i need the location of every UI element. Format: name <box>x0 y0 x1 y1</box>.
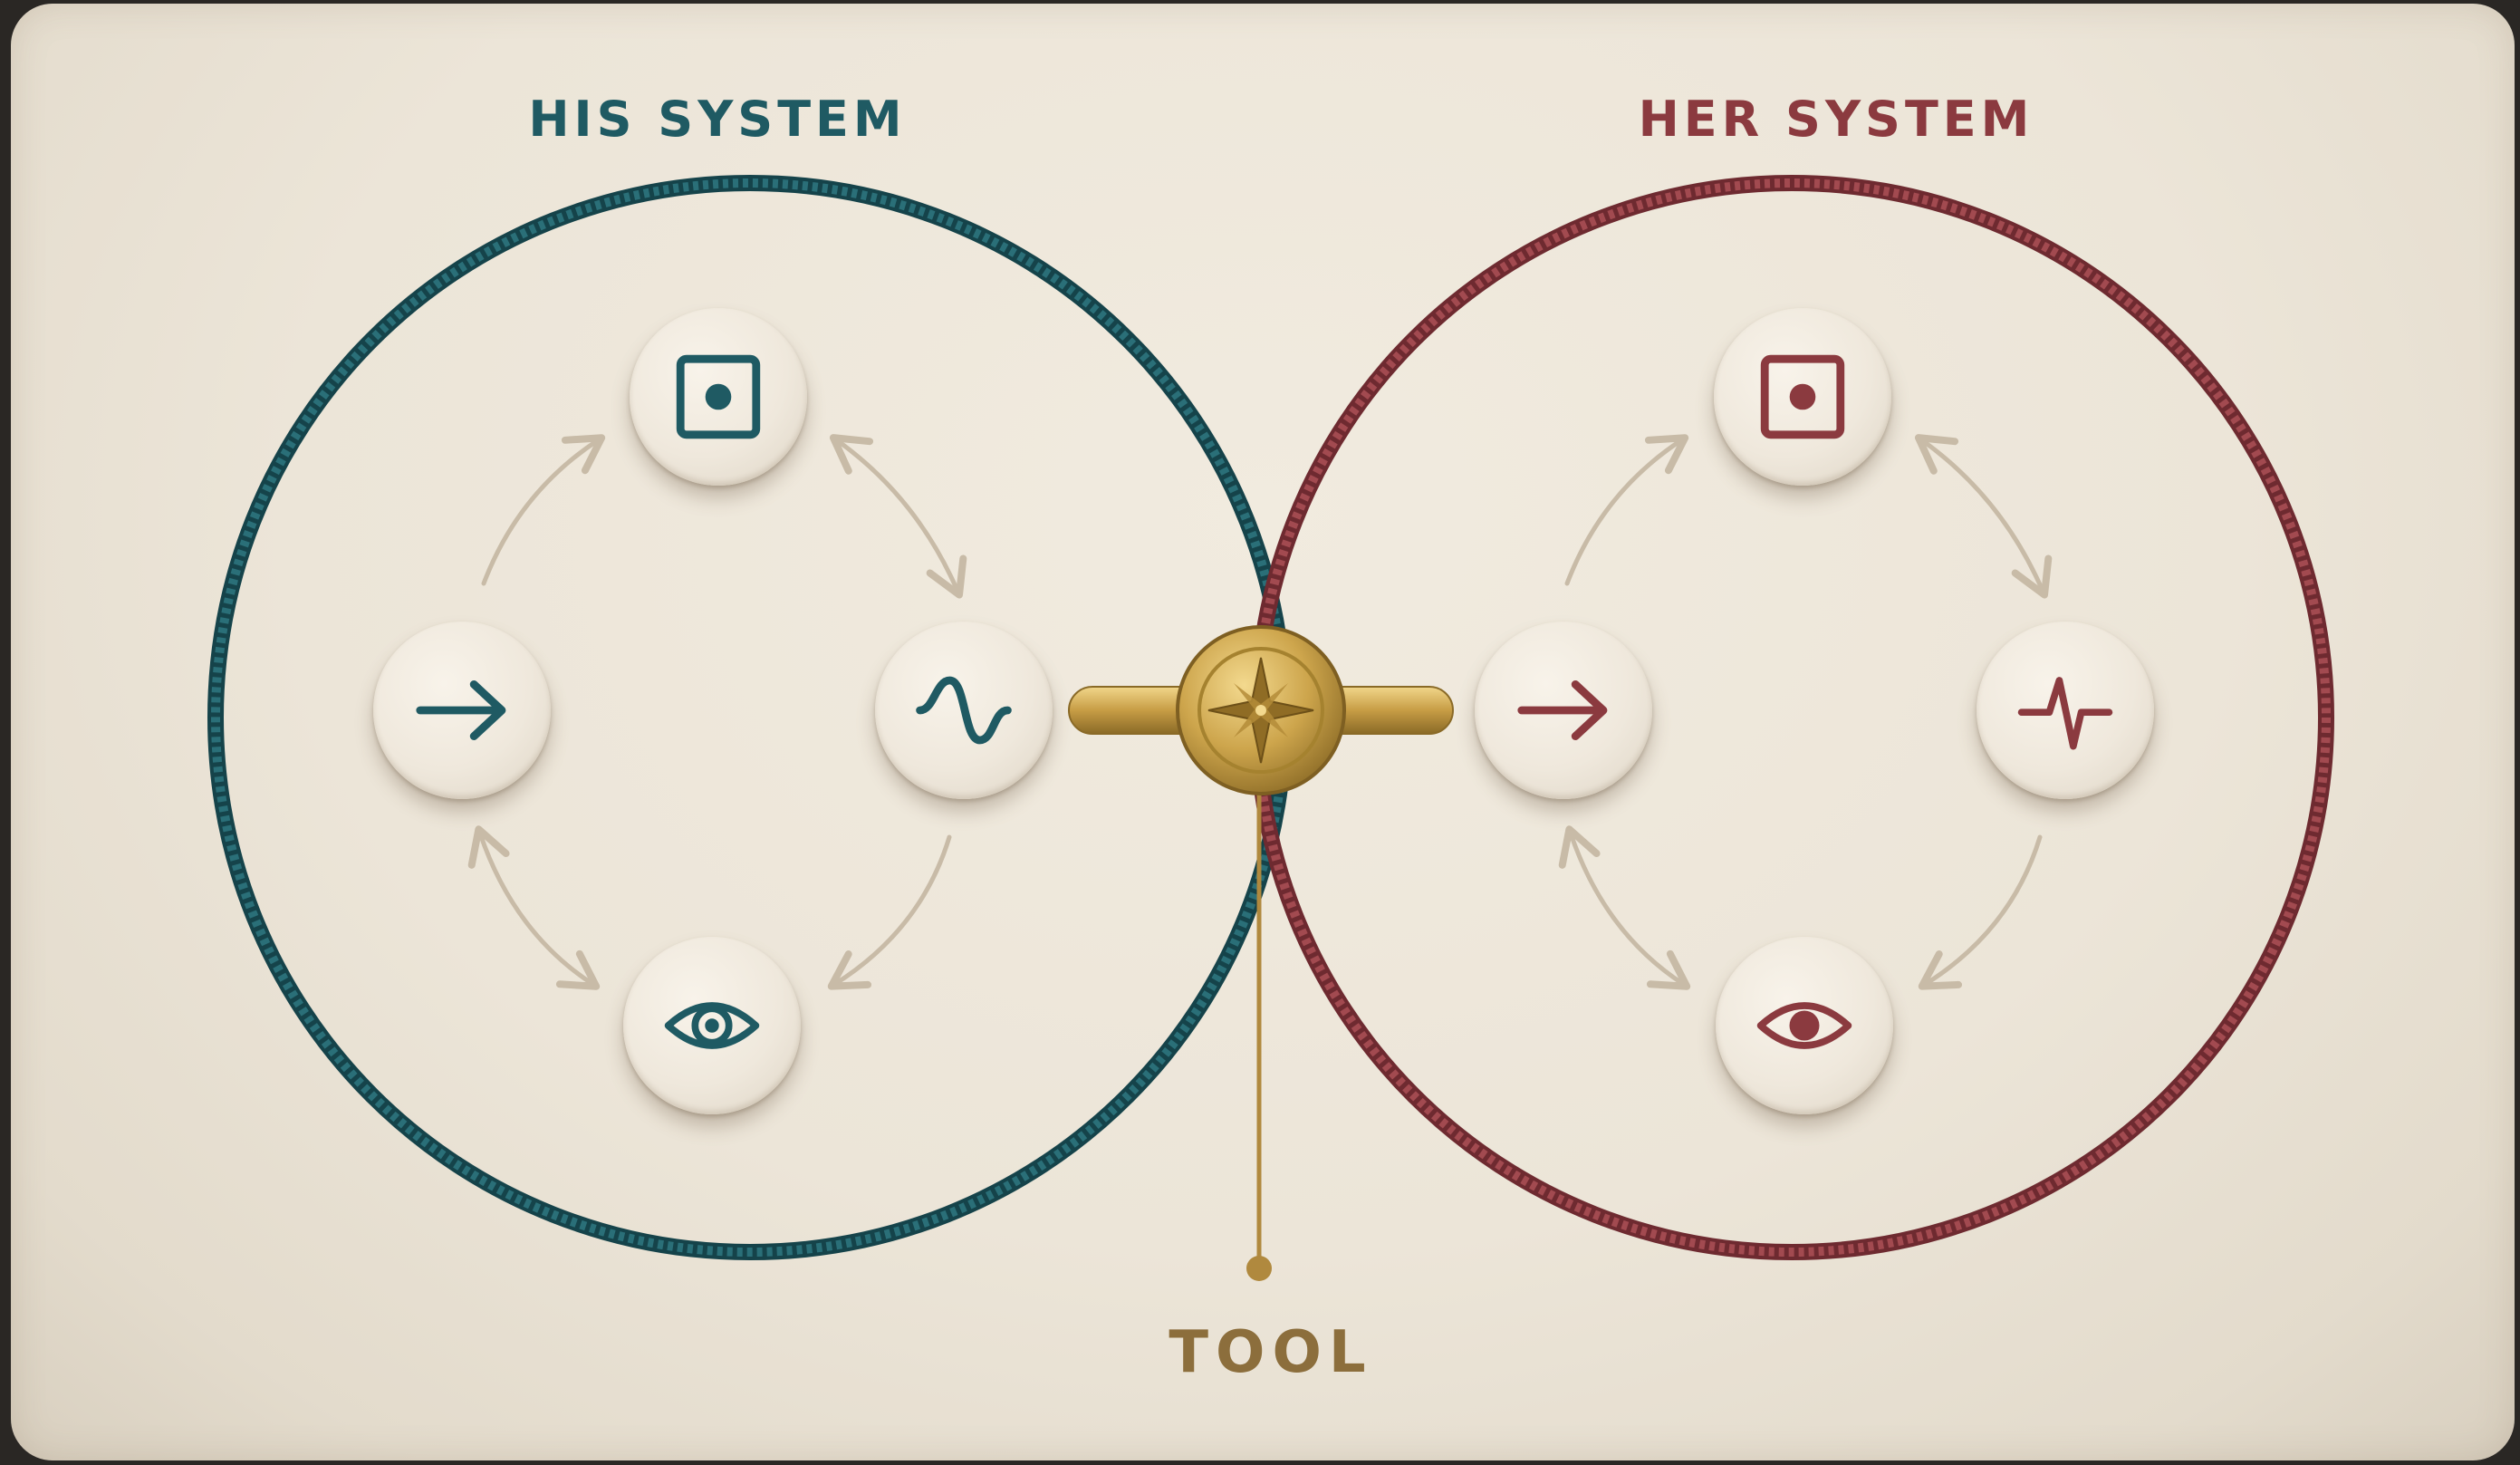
his-target-button[interactable] <box>630 308 807 486</box>
his-wave-button[interactable] <box>875 622 1053 799</box>
his-arrow-top-to-right <box>829 434 967 599</box>
tool-pointer-dot <box>1246 1256 1272 1281</box>
her-eye-button[interactable] <box>1716 937 1893 1114</box>
his-arrow-button[interactable] <box>373 622 551 799</box>
her-arrow-bottom-to-left <box>1558 825 1691 990</box>
compass-star-icon <box>1176 625 1346 795</box>
his-arrow-right-to-bottom <box>827 834 952 990</box>
her-system-title: HER SYSTEM <box>1638 91 2034 148</box>
arrow-right-icon <box>416 680 506 740</box>
her-target-button[interactable] <box>1714 308 1891 486</box>
sine-wave-icon <box>916 676 1012 745</box>
his-system-title: HIS SYSTEM <box>528 91 907 148</box>
his-eye-button[interactable] <box>623 937 801 1114</box>
target-square-icon <box>1760 354 1845 439</box>
diagram-board: HIS SYSTEM HER SYSTEM TOOL <box>11 4 2515 1460</box>
eye-icon <box>664 1002 760 1049</box>
target-square-icon <box>676 354 761 439</box>
tool-label: TOOL <box>1169 1319 1373 1386</box>
diagram-canvas <box>207 175 2334 1281</box>
eye-icon <box>1756 1002 1852 1049</box>
her-arrow-right-to-bottom <box>1918 834 2043 990</box>
her-pulse-button[interactable] <box>1977 622 2154 799</box>
his-arrow-bottom-to-left <box>467 825 601 990</box>
pulse-icon <box>2017 677 2113 750</box>
her-arrow-button[interactable] <box>1475 622 1652 799</box>
his-cycle-arrows <box>467 434 967 990</box>
her-cycle-arrows <box>1558 434 2053 990</box>
his-arrow-left-to-top <box>481 434 606 586</box>
her-arrow-left-to-top <box>1564 434 1689 586</box>
arrow-right-icon <box>1517 680 1608 740</box>
her-arrow-top-to-right <box>1914 434 2053 599</box>
